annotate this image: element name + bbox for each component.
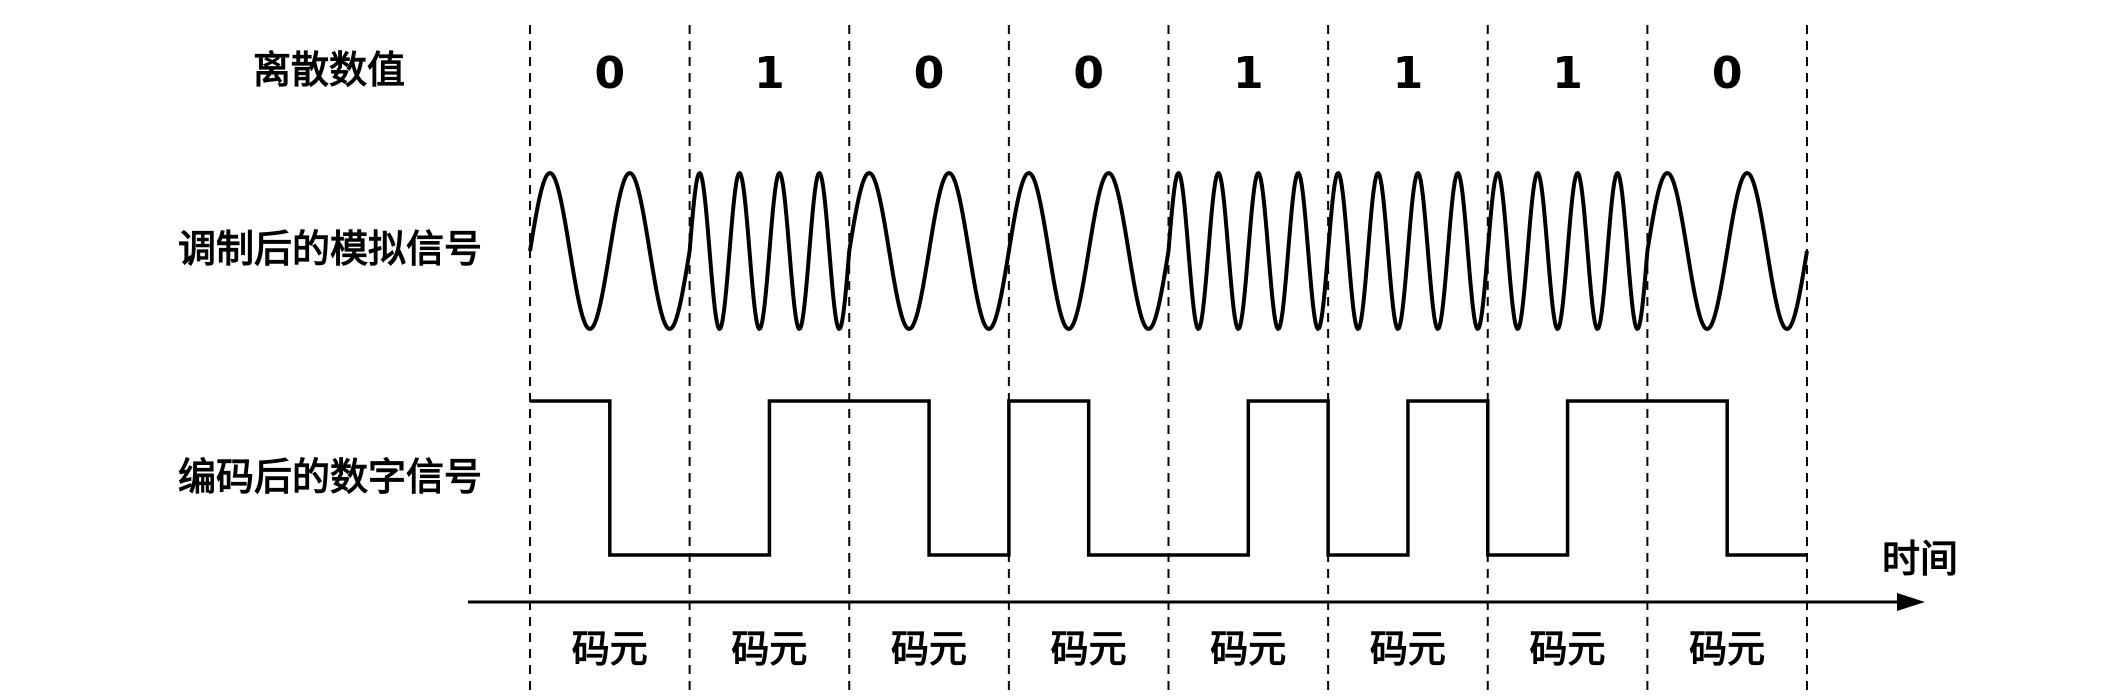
symbol-label: 码元 [572,627,648,671]
digital-signal-path [530,399,1807,557]
bit-value: 1 [754,48,785,99]
time-axis-arrowhead [1897,593,1925,611]
label-modulated-signal: 调制后的模拟信号 [178,227,482,271]
symbol-label: 码元 [1051,627,1127,671]
symbol-boundaries [529,25,1808,695]
symbol-label: 码元 [1530,627,1606,671]
symbol-label: 码元 [1370,627,1446,671]
bit-value: 1 [1393,48,1424,99]
bit-value: 1 [1233,48,1264,99]
time-axis [468,593,1925,611]
symbol-label: 码元 [1210,627,1286,671]
label-digital-signal: 编码后的数字信号 [178,455,482,499]
bit-values: 0 1 0 0 1 1 1 0 [595,48,1743,99]
label-time-axis: 时间 [1882,537,1958,581]
symbol-labels: 码元 码元 码元 码元 码元 码元 码元 码元 [572,627,1765,671]
modulated-waveform [528,171,1809,331]
digital-waveform [530,399,1807,557]
modulated-signal-path [528,171,1809,331]
bit-value: 0 [595,48,626,99]
bit-value: 1 [1552,48,1583,99]
symbol-label: 码元 [891,627,967,671]
bit-value: 0 [914,48,945,99]
label-discrete-values: 离散数值 [253,48,405,92]
symbol-label: 码元 [731,627,807,671]
symbol-label: 码元 [1689,627,1765,671]
bit-value: 0 [1712,48,1743,99]
bit-value: 0 [1073,48,1104,99]
